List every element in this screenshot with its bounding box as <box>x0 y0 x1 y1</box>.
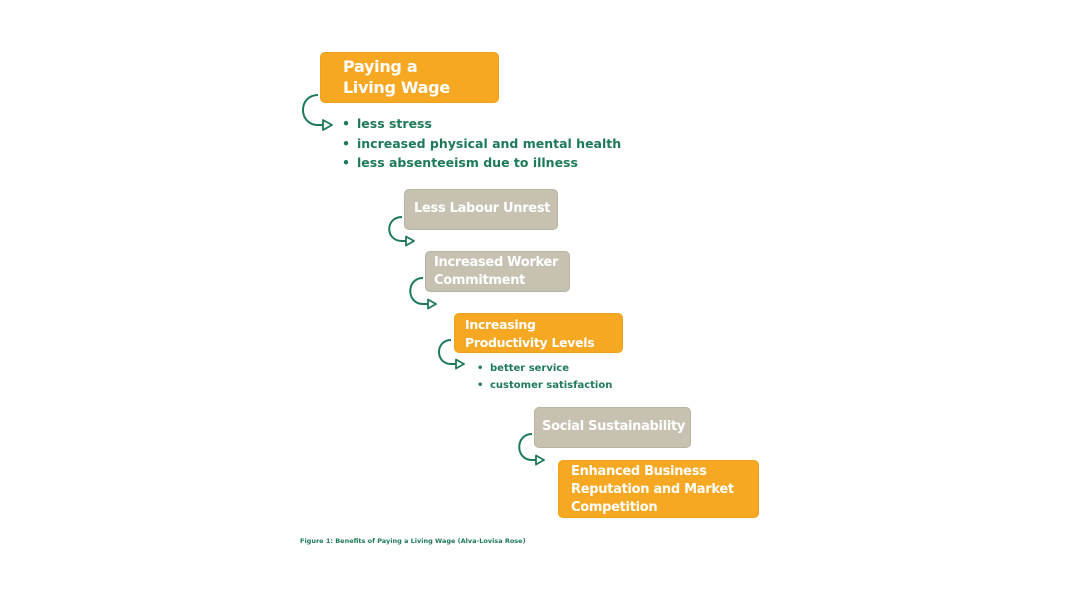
figure-caption: Figure 1: Benefits of Paying a Living Wa… <box>300 537 526 545</box>
step-enhanced-business-reputation: Enhanced Business Reputation and Market … <box>558 460 759 518</box>
list-item: less stress <box>342 114 621 134</box>
step-less-labour-unrest: Less Labour Unrest <box>404 189 558 230</box>
step-increased-worker-commitment: Increased Worker Commitment <box>425 251 570 292</box>
benefits-list-productivity: better service customer satisfaction <box>477 360 612 394</box>
step-social-sustainability: Social Sustainability <box>534 407 691 448</box>
curved-arrow-icon <box>388 216 415 247</box>
curved-arrow-icon <box>302 94 333 131</box>
list-item: less absenteeism due to illness <box>342 153 621 173</box>
curved-arrow-icon <box>438 339 465 370</box>
step-paying-living-wage: Paying a Living Wage <box>320 52 499 103</box>
list-item: customer satisfaction <box>477 377 612 394</box>
curved-arrow-icon <box>409 277 437 310</box>
list-item: better service <box>477 360 612 377</box>
benefits-list-wellbeing: less stress increased physical and menta… <box>342 114 621 173</box>
list-item: increased physical and mental health <box>342 134 621 154</box>
curved-arrow-icon <box>518 433 545 466</box>
step-increasing-productivity-levels: Increasing Productivity Levels <box>454 313 623 353</box>
